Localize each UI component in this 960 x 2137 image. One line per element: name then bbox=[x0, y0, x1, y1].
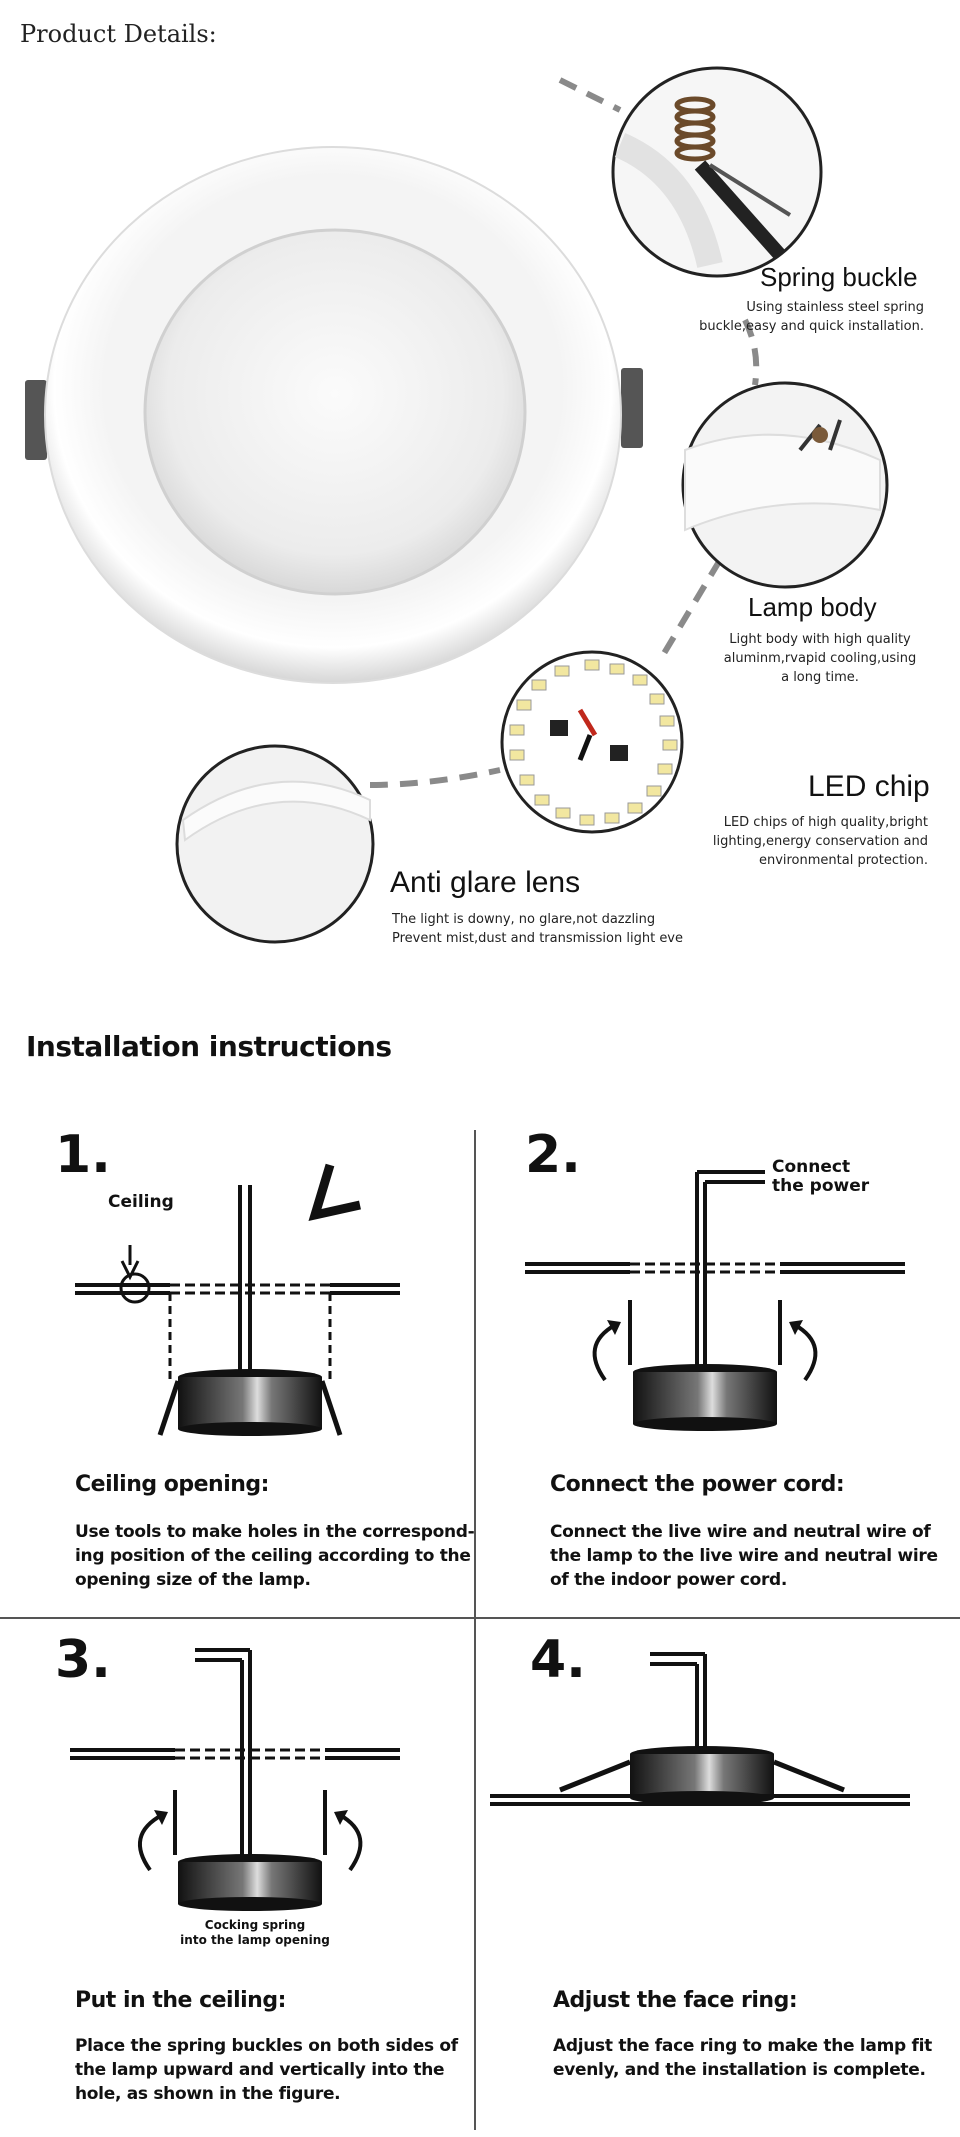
lamp-body-description: Light body with high quality aluminm,rva… bbox=[723, 632, 917, 685]
lamp-body-detail-image bbox=[681, 381, 889, 589]
installation-title: Installation instructions bbox=[26, 1030, 392, 1063]
connector-dashed-curve bbox=[369, 77, 760, 788]
anti-glare-lens-description: The light is downy, no glare,not dazzlin… bbox=[392, 912, 684, 946]
step-4-heading: Adjust the face ring: bbox=[553, 1988, 798, 2013]
step-2-diagram bbox=[525, 1170, 905, 1431]
step-4-description: Adjust the face ring to make the lamp fi… bbox=[553, 2036, 932, 2080]
spring-buckle-description: Using stainless steel spring buckle,easy… bbox=[699, 300, 924, 334]
step-3-diagram bbox=[70, 1648, 400, 1911]
step-3-heading: Put in the ceiling: bbox=[75, 1988, 286, 2013]
ceiling-label: Ceiling bbox=[108, 1192, 174, 1212]
step-3-number: 3. bbox=[55, 1630, 111, 1690]
led-chip-title: LED chip bbox=[808, 770, 930, 803]
led-chip-detail-image bbox=[500, 650, 684, 834]
cocking-spring-label: Cocking spring into the lamp opening bbox=[180, 1918, 330, 1947]
step-1-diagram bbox=[75, 1163, 400, 1436]
step-2-description: Connect the live wire and neutral wire o… bbox=[550, 1522, 938, 1590]
grid-horizontal-divider bbox=[0, 1617, 960, 1619]
step-2-number: 2. bbox=[525, 1125, 581, 1185]
grid-vertical-divider bbox=[474, 1130, 476, 2130]
step-4-number: 4. bbox=[530, 1630, 586, 1690]
lamp-body-title: Lamp body bbox=[748, 592, 877, 622]
step-2-heading: Connect the power cord: bbox=[550, 1472, 845, 1497]
connect-power-label: Connect the power bbox=[772, 1157, 870, 1196]
anti-glare-lens-title: Anti glare lens bbox=[390, 866, 581, 899]
step-4-diagram bbox=[490, 1652, 910, 1806]
step-1-description: Use tools to make holes in the correspon… bbox=[75, 1522, 475, 1590]
spring-buckle-detail-image bbox=[611, 66, 823, 278]
step-3-description: Place the spring buckles on both sides o… bbox=[75, 2036, 458, 2104]
led-chip-description: LED chips of high quality,bright lightin… bbox=[712, 815, 928, 868]
spring-buckle-title: Spring buckle bbox=[760, 262, 918, 292]
step-1-heading: Ceiling opening: bbox=[75, 1472, 269, 1497]
downlight-main-image bbox=[25, 146, 643, 684]
step-1-number: 1. bbox=[55, 1125, 111, 1185]
page-title: Product Details: bbox=[20, 20, 217, 48]
anti-glare-lens-detail-image bbox=[175, 744, 375, 944]
